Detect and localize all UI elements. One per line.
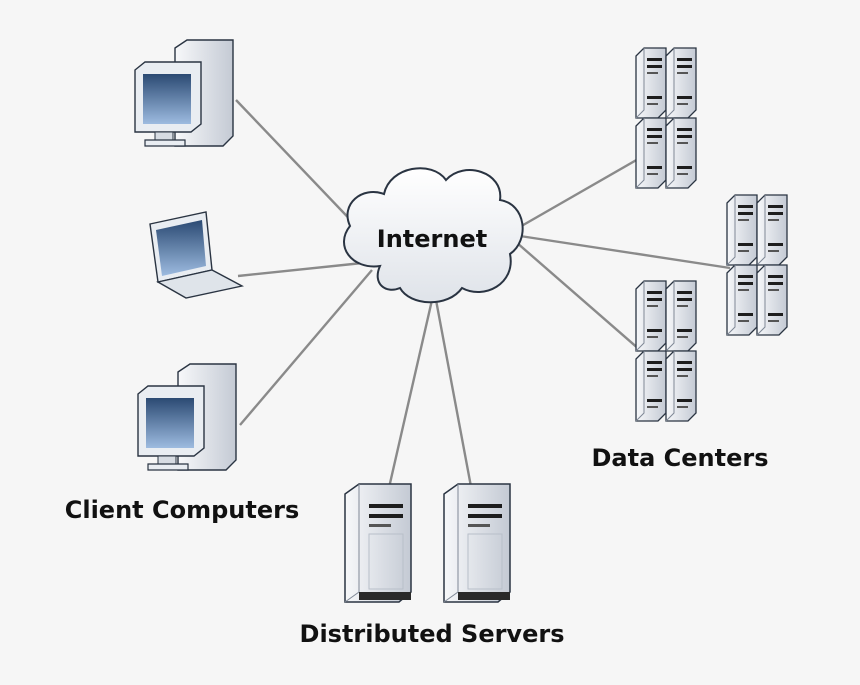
link-client-laptop [237, 260, 373, 278]
client-computers-label: Client Computers [65, 496, 300, 524]
cloud-shape-icon [343, 167, 524, 304]
link-datacenter-right [519, 234, 731, 270]
desktop-computer-icon [137, 363, 237, 471]
data-centers-label: Data Centers [592, 444, 769, 472]
tower-server-icon [344, 483, 412, 603]
distributed-servers-label: Distributed Servers [300, 620, 565, 648]
rack-server-icon [636, 48, 696, 188]
link-datacenter-top [517, 156, 641, 230]
link-client-top [235, 99, 363, 233]
rack-server-icon [727, 195, 787, 335]
tower-server-icon [443, 483, 511, 603]
link-server-right [434, 299, 474, 493]
link-server-left [386, 299, 434, 493]
cloud-label: Internet [377, 225, 487, 253]
laptop-icon [149, 211, 243, 299]
internet-cloud: Internet [343, 167, 524, 304]
link-client-bottom [239, 269, 373, 426]
distributed-servers-group: Distributed Servers [300, 483, 565, 648]
connection-links [235, 99, 731, 493]
link-datacenter-bottom [515, 241, 641, 351]
desktop-computer-icon [134, 39, 234, 147]
client-computers-group: Client Computers [65, 39, 300, 524]
data-centers-group: Data Centers [592, 48, 788, 472]
rack-server-icon [636, 281, 696, 421]
